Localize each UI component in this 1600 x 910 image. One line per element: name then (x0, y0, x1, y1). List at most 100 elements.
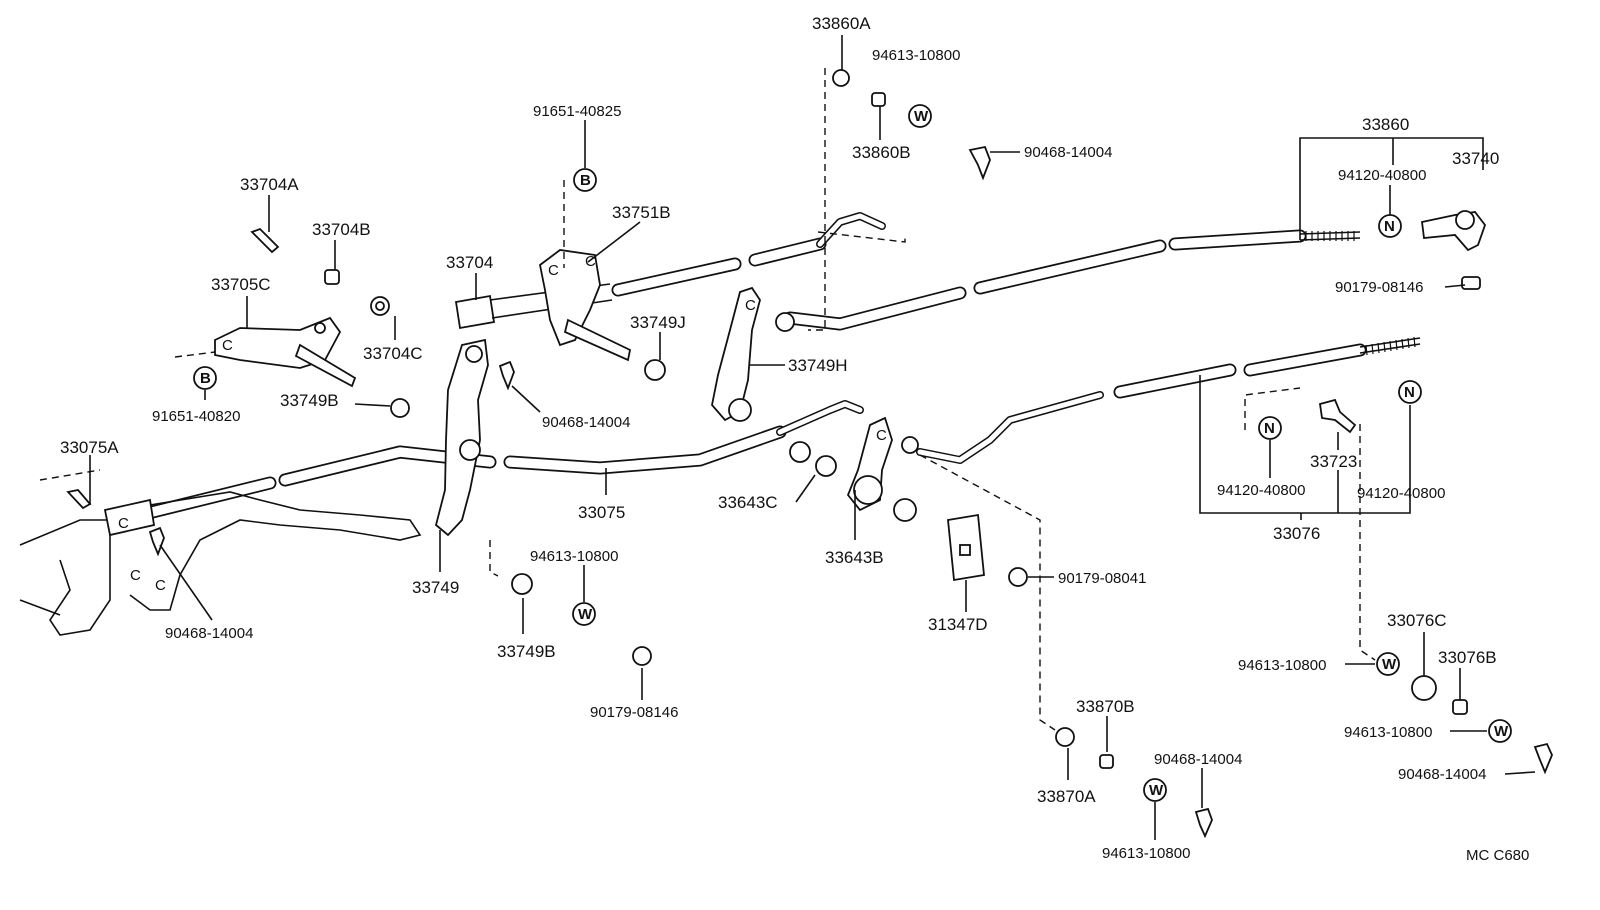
label-33860: 33860 (1362, 115, 1409, 134)
lever-33704: C C (454, 249, 632, 362)
arm-33749 (434, 338, 489, 537)
label-33870A: 33870A (1037, 787, 1096, 806)
svg-text:C: C (118, 515, 129, 532)
label-33723: 33723 (1310, 452, 1357, 471)
svg-text:W: W (914, 108, 929, 125)
label-33643C: 33643C (718, 493, 778, 512)
bushing-33704C (370, 296, 390, 316)
svg-text:C: C (876, 427, 887, 444)
bushing-33643C-a (789, 441, 811, 463)
label-33075A: 33075A (60, 438, 119, 457)
joint-33740 (1421, 210, 1487, 252)
nut-90179-08146-top (1461, 276, 1481, 290)
svg-text:B: B (200, 370, 211, 387)
clip-33723 (1318, 398, 1357, 434)
nut-90179-08146-bottom (632, 646, 652, 666)
label-33075: 33075 (578, 503, 625, 522)
arm-33749H: C (711, 286, 795, 422)
pin-90468-top (968, 145, 991, 181)
bushing-33643C-b (815, 455, 837, 477)
label-94613-10800: 94613-10800 (1238, 657, 1326, 674)
label-90468-14004: 90468-14004 (1024, 144, 1112, 161)
svg-text:W: W (578, 606, 593, 623)
label-94120-40800: 94120-40800 (1357, 485, 1445, 502)
svg-text:C: C (155, 577, 166, 594)
label-90468-14004: 90468-14004 (542, 414, 630, 431)
label-33704A: 33704A (240, 175, 299, 194)
symbol-w-top: W (908, 104, 932, 128)
collar-33870B (1099, 754, 1114, 769)
leader-lines (89, 35, 1536, 840)
svg-text:B: B (580, 172, 591, 189)
label-33749J: 33749J (630, 313, 686, 332)
rod-33076 (916, 336, 1421, 464)
svg-text:N: N (1384, 218, 1395, 235)
label-94613-10800: 94613-10800 (1102, 845, 1190, 862)
symbol-n-b: N (1398, 380, 1422, 404)
symbol-n-top: N (1378, 214, 1402, 238)
label-33740: 33740 (1452, 149, 1499, 168)
bolt-33075A (66, 489, 92, 510)
svg-text:N: N (1404, 384, 1415, 401)
label-33076: 33076 (1273, 524, 1320, 543)
symbol-b-left: B (193, 366, 217, 390)
label-90179-08041: 90179-08041 (1058, 570, 1146, 587)
label-94613-10800: 94613-10800 (872, 47, 960, 64)
symbol-n-a: N (1258, 416, 1282, 440)
label-33751B: 33751B (612, 203, 671, 222)
label-33076B: 33076B (1438, 648, 1497, 667)
svg-text:C: C (130, 567, 141, 584)
symbol-w-right1: W (1376, 652, 1400, 676)
label-33705C: 33705C (211, 275, 271, 294)
label-90468-14004: 90468-14004 (1154, 751, 1242, 768)
bushing-33749B-left (390, 398, 410, 418)
svg-text:C: C (548, 262, 559, 279)
label-33860A: 33860A (812, 14, 871, 33)
bushing-33870A (1055, 727, 1075, 747)
label-90179-08146: 90179-08146 (1335, 279, 1423, 296)
label-90468-14004: 90468-14004 (165, 625, 253, 642)
symbol-w-mid: W (572, 602, 596, 626)
pedal-assembly: C C C (19, 491, 422, 636)
part-labels: 33860A 94613-10800 33860B 90468-14004 33… (60, 14, 1529, 864)
label-33704: 33704 (446, 253, 493, 272)
bolt-33704A (250, 227, 280, 254)
label-90179-08146: 90179-08146 (590, 704, 678, 721)
svg-text:C: C (585, 253, 596, 270)
label-90468-14004: 90468-14004 (1398, 766, 1486, 783)
label-94613-10800: 94613-10800 (530, 548, 618, 565)
label-94120-40800: 94120-40800 (1217, 482, 1305, 499)
label-94120-40800: 94120-40800 (1338, 167, 1426, 184)
bushing-33643B-right (893, 498, 917, 522)
rod-33860 (611, 212, 1361, 331)
label-33749B: 33749B (280, 391, 339, 410)
bushing-33749J (644, 359, 666, 381)
lever-33643B: C (846, 416, 893, 512)
bushing-33860A (832, 69, 850, 87)
label-94613-10800: 94613-10800 (1344, 724, 1432, 741)
label-33870B: 33870B (1076, 697, 1135, 716)
pin-90468-right (1533, 742, 1553, 775)
symbol-b-top: B (573, 168, 597, 192)
symbol-w-bottom: W (1143, 778, 1167, 802)
svg-text:W: W (1494, 723, 1509, 740)
label-33749B: 33749B (497, 642, 556, 661)
footer-code: MC C680 (1466, 847, 1529, 864)
label-33704B: 33704B (312, 220, 371, 239)
svg-text:C: C (222, 337, 233, 354)
label-33749: 33749 (412, 578, 459, 597)
collar-33076B (1452, 699, 1468, 715)
symbol-w-right2: W (1488, 719, 1512, 743)
bracket-31347D (947, 513, 985, 582)
label-33860B: 33860B (852, 143, 911, 162)
pin-90468-mid (498, 360, 515, 391)
bushing-33076C (1411, 675, 1437, 701)
pin-90468-left (148, 526, 165, 557)
svg-text:C: C (745, 297, 756, 314)
bellcrank-33705C: C (214, 316, 357, 388)
nut-90179-08041 (1008, 567, 1028, 587)
bushing-33749B-bottom (511, 573, 533, 595)
collar-33704B (324, 269, 340, 285)
label-33704C: 33704C (363, 344, 423, 363)
